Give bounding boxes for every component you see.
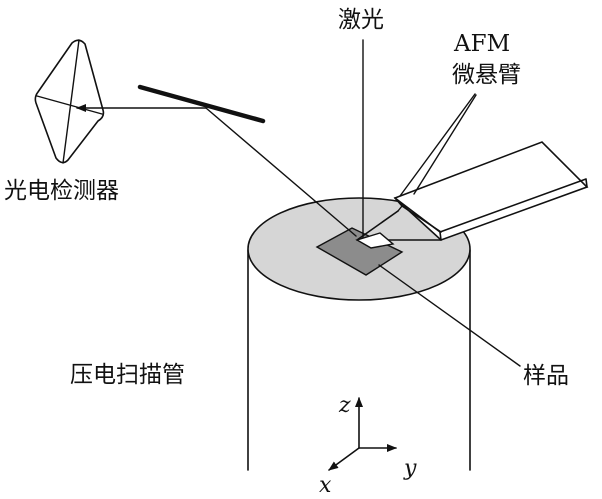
axis-label-x: x [319,473,332,498]
label-cantilever: 微悬臂 [452,62,521,88]
reflected-beam [205,107,357,237]
afm-cantilever [355,141,589,249]
label-afm: AFM [453,31,510,57]
photodetector-icon [34,39,105,164]
label-detector: 光电检测器 [4,178,119,204]
leader-afm [399,93,476,197]
axis-label-y: y [403,456,417,481]
leader-sample [378,264,521,367]
sample-square [315,227,404,276]
leader-afm-2 [413,94,477,195]
label-sample: 样品 [523,363,569,389]
axis-label-z: z [338,393,351,418]
label-laser: 激光 [338,7,384,33]
label-scanner: 压电扫描管 [70,362,185,388]
coordinate-axes [328,397,397,471]
mirror [137,84,266,124]
